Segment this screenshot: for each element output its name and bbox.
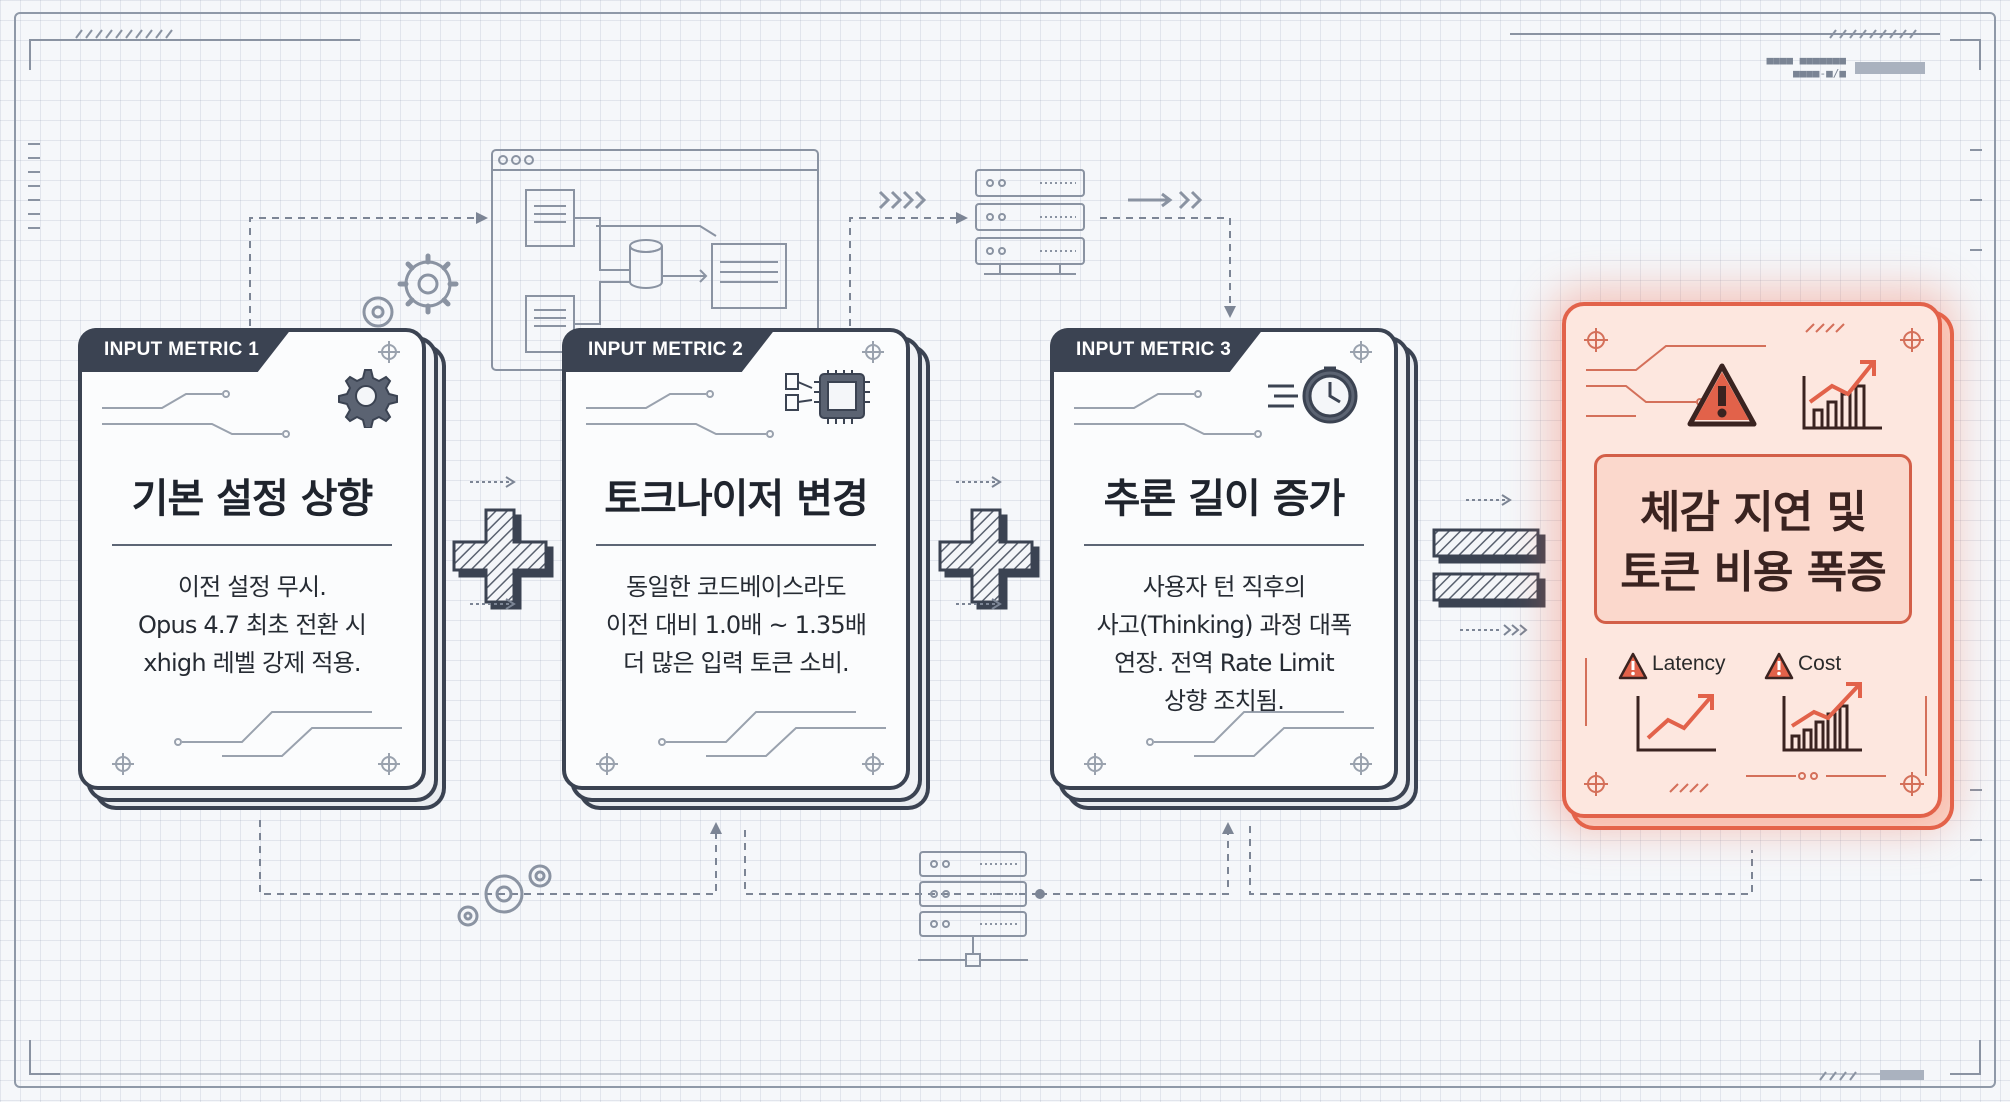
cost-chart-icon xyxy=(1782,682,1862,752)
result-title-line: 체감 지연 및 xyxy=(1639,487,1867,538)
card-divider xyxy=(1084,544,1364,546)
equals-operator xyxy=(1432,494,1546,636)
cost-label: Cost xyxy=(1798,652,1842,675)
card-description-line: 사고(Thinking) 과정 대폭 xyxy=(1096,611,1353,639)
card-divider xyxy=(596,544,876,546)
plus-operator xyxy=(452,476,554,610)
warning-icon xyxy=(1618,652,1648,680)
technical-label-top-right: ■■■■ ■■■■■■■■■■■-■/■ xyxy=(1766,54,1846,80)
plus-operator xyxy=(938,476,1040,610)
result-title-line: 토큰 비용 폭증 xyxy=(1620,547,1887,598)
card-description: 동일한 코드베이스라도 이전 대비 1.0배 ~ 1.35배 더 많은 입력 토… xyxy=(576,568,896,682)
card-description-line: 더 많은 입력 토큰 소비. xyxy=(623,649,849,677)
card-title: 기본 설정 상향 xyxy=(131,476,374,522)
card-description-line: 이전 설정 무시. xyxy=(177,573,327,601)
card-title: 토크나이저 변경 xyxy=(604,476,869,522)
card-description-line: xhigh 레벨 강제 적용. xyxy=(143,649,361,677)
circuit-decoration xyxy=(586,341,886,775)
card-description-line: 이전 대비 1.0배 ~ 1.35배 xyxy=(605,611,867,639)
input-metric-card-1: INPUT METRIC 1 기본 설정 상향 이전 설정 무시. Opus 4… xyxy=(78,328,426,790)
result-card: 체감 지연 및 토큰 비용 폭증 Latency Cost xyxy=(1562,302,1942,818)
latency-chart-icon xyxy=(1636,694,1716,752)
card-description: 이전 설정 무시. Opus 4.7 최초 전환 시 xhigh 레벨 강제 적… xyxy=(92,568,412,682)
card-title: 추론 길이 증가 xyxy=(1103,476,1346,522)
gear-icon xyxy=(338,369,398,428)
warning-icon xyxy=(1687,363,1757,427)
result-title: 체감 지연 및 토큰 비용 폭증 xyxy=(1597,483,1909,603)
chip-icon xyxy=(785,370,870,424)
card-description-line: Opus 4.7 최초 전환 시 xyxy=(137,611,367,639)
latency-label: Latency xyxy=(1652,652,1726,675)
card-description: 사용자 턴 직후의 사고(Thinking) 과정 대폭 연장. 전역 Rate… xyxy=(1064,568,1384,720)
card-description-line: 동일한 코드베이스라도 xyxy=(626,573,846,601)
card-tab-label: INPUT METRIC 3 xyxy=(1050,328,1264,372)
card-description-line: 사용자 턴 직후의 xyxy=(1142,573,1306,601)
card-divider xyxy=(112,544,392,546)
circuit-decoration xyxy=(102,341,402,775)
clock-icon xyxy=(1268,366,1358,424)
input-metric-card-2: INPUT METRIC 2 토크나이저 변경 동일한 코드베이스라도 이전 대… xyxy=(562,328,910,790)
card-description-line: 연장. 전역 Rate Limit xyxy=(1114,649,1335,677)
card-tab-label: INPUT METRIC 1 xyxy=(78,328,292,372)
rising-chart-icon xyxy=(1802,360,1882,430)
result-title-box: 체감 지연 및 토큰 비용 폭증 xyxy=(1594,454,1912,624)
input-metric-card-3: INPUT METRIC 3 추론 길이 증가 사용자 턴 직후의 사고(Thi… xyxy=(1050,328,1398,790)
card-description-line: 상향 조치됨. xyxy=(1163,687,1285,715)
warning-icon xyxy=(1764,652,1794,680)
circuit-decoration xyxy=(1074,341,1374,775)
result-decorations xyxy=(1584,323,1927,796)
card-tab-label: INPUT METRIC 2 xyxy=(562,328,776,372)
blueprint-frame xyxy=(14,12,1996,1088)
